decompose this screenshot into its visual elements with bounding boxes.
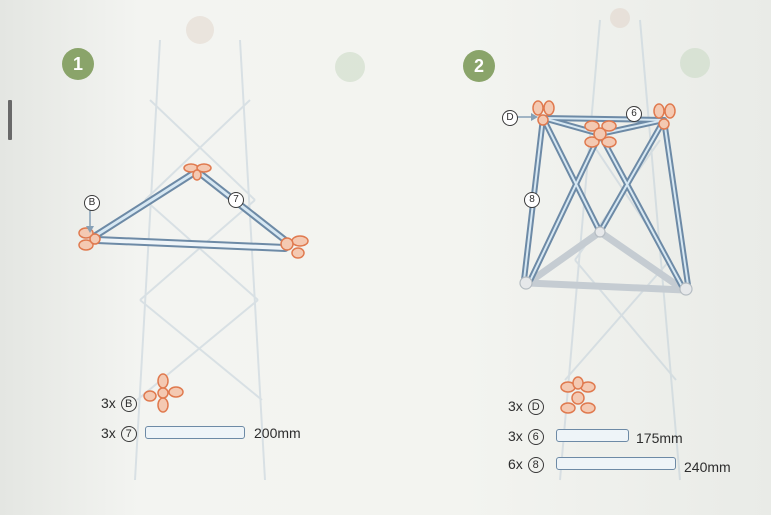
parts-row-d: 3x D bbox=[508, 398, 544, 416]
callout-8-step2: 8 bbox=[524, 192, 540, 208]
qty-8: 6x bbox=[508, 456, 523, 472]
ghost-badge-icon bbox=[680, 48, 710, 78]
arrow-b-head bbox=[86, 226, 94, 233]
rod-8-length: 240mm bbox=[684, 459, 731, 475]
rod-6-length: 175mm bbox=[636, 430, 683, 446]
step-2-number: 2 bbox=[473, 55, 484, 76]
rod-7-bottom bbox=[93, 236, 289, 252]
callout-7-step1: 7 bbox=[228, 192, 244, 208]
rod-7-right bbox=[193, 167, 294, 248]
connector-d-left bbox=[532, 100, 555, 126]
parts-row-8: 6x 8 bbox=[508, 456, 544, 474]
step-1-number: 1 bbox=[72, 53, 83, 74]
part-id-b: B bbox=[120, 396, 137, 413]
qty-b: 3x bbox=[101, 395, 116, 411]
rod-7-part-icon bbox=[145, 426, 245, 439]
callout-6-step2: 6 bbox=[626, 106, 642, 122]
rod-6-part-icon bbox=[556, 429, 629, 442]
part-id-7: 7 bbox=[120, 426, 137, 443]
binding-edge bbox=[8, 100, 12, 140]
part-id-6: 6 bbox=[527, 429, 544, 446]
part-id-d: D bbox=[527, 399, 544, 416]
step-2-badge: 2 bbox=[463, 50, 495, 82]
callout-b-step1: B bbox=[84, 195, 100, 211]
rod-8-part-icon bbox=[556, 457, 676, 470]
rods-8-sides-highlight bbox=[523, 117, 689, 291]
parts-row-6: 3x 6 bbox=[508, 428, 544, 446]
connector-b-top bbox=[183, 163, 212, 181]
qty-6: 3x bbox=[508, 428, 523, 444]
connector-b-right bbox=[280, 235, 309, 259]
ghost-badge-icon bbox=[335, 52, 365, 82]
rod-7-length: 200mm bbox=[254, 425, 301, 441]
step-1-badge: 1 bbox=[62, 48, 94, 80]
rod-7-left bbox=[91, 167, 201, 240]
qty-d: 3x bbox=[508, 398, 523, 414]
base-connectors bbox=[519, 226, 693, 296]
part-id-8: 8 bbox=[527, 457, 544, 474]
parts-row-7: 3x 7 bbox=[101, 425, 137, 443]
connector-d-right bbox=[653, 103, 676, 130]
callout-d-step2: D bbox=[502, 110, 518, 126]
connector-d-center bbox=[584, 120, 617, 148]
qty-7: 3x bbox=[101, 425, 116, 441]
arrow-d-head bbox=[531, 113, 538, 121]
parts-row-b: 3x B bbox=[101, 395, 137, 413]
rods-gray-base bbox=[524, 228, 688, 294]
